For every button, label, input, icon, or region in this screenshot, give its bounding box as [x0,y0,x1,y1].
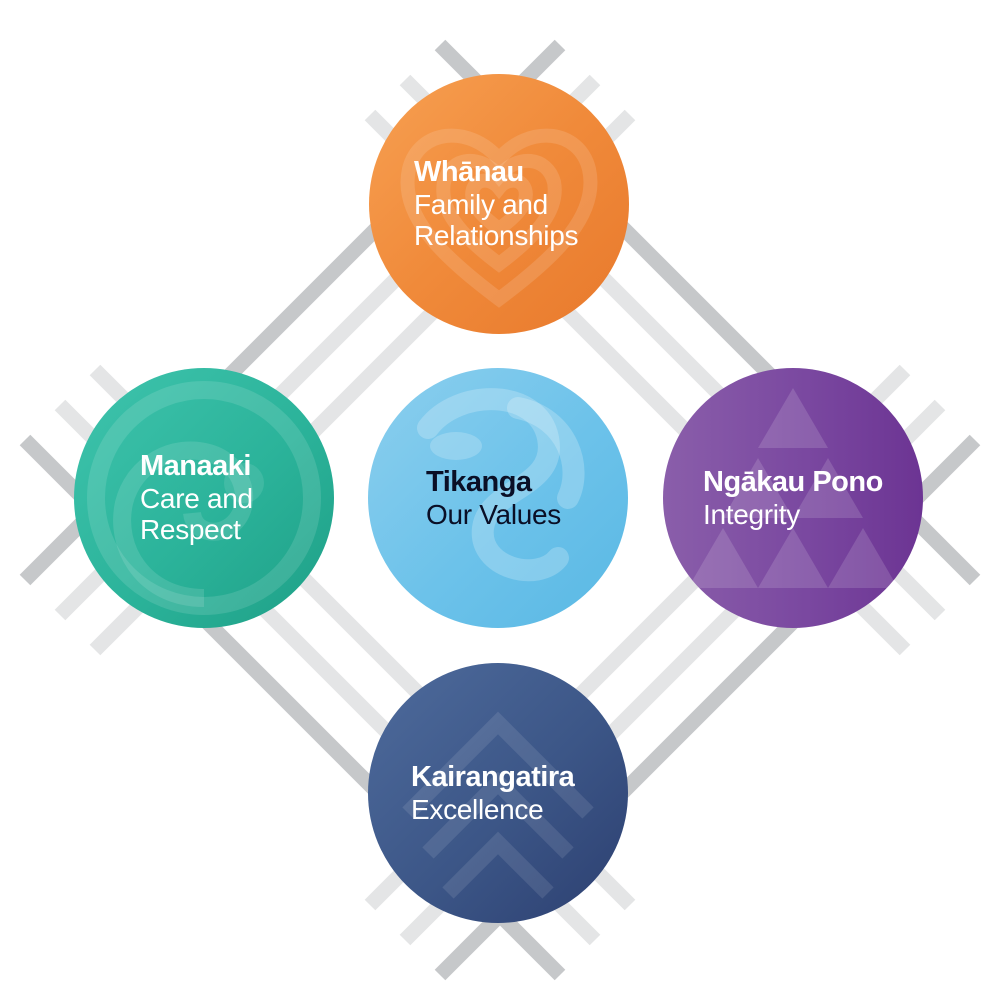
manaaki-circle: Manaaki Care and Respect [74,368,334,628]
triangles-icon [688,388,898,588]
kairangatira-line-1: Excellence [411,793,544,825]
hei-tiki-icon [417,388,585,582]
tikanga-label: Tikanga Our Values [368,368,628,628]
whanau-title: Whānau [414,156,524,189]
kairangatira-label: Kairangatira Excellence [368,663,628,923]
whanau-line-1: Family and [414,188,548,220]
whanau-label: Whānau Family and Relationships [369,74,629,334]
manaaki-line-1: Care and [140,482,253,514]
ngakau-pono-circle: Ngākau Pono Integrity [663,368,923,628]
kairangatira-circle: Kairangatira Excellence [368,663,628,923]
manaaki-line-2: Respect [140,514,241,546]
manaaki-label: Manaaki Care and Respect [74,368,334,628]
ngakau-pono-label: Ngākau Pono Integrity [663,368,923,628]
kairangatira-title: Kairangatira [411,761,575,794]
manaaki-title: Manaaki [140,450,251,483]
heart-icon [400,128,598,308]
koru-icon [87,381,321,615]
tikanga-title: Tikanga [426,466,532,499]
ngakau-pono-line-1: Integrity [703,498,800,530]
tikanga-circle: Tikanga Our Values [368,368,628,628]
whanau-circle: Whānau Family and Relationships [369,74,629,334]
chevron-up-icon [402,711,594,899]
whanau-line-2: Relationships [414,220,579,252]
ngakau-pono-title: Ngākau Pono [703,466,883,499]
tikanga-line-1: Our Values [426,498,561,530]
